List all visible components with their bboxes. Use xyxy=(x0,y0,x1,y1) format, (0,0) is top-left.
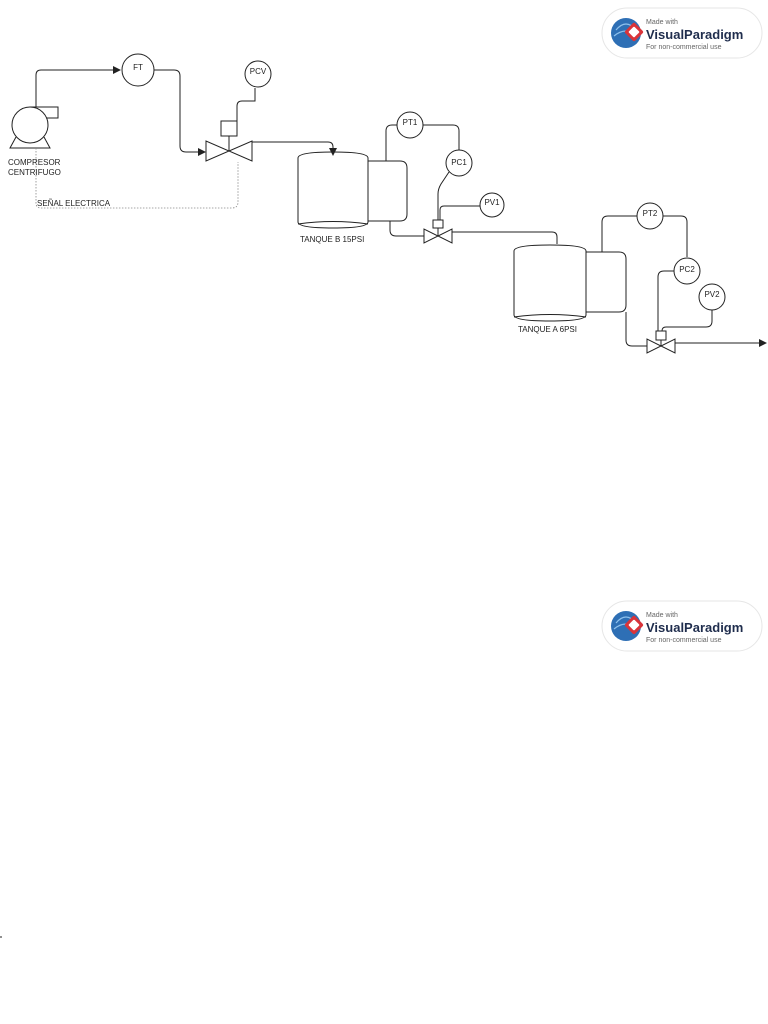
pcv-label: PCV xyxy=(250,67,267,76)
control-valve-2[interactable] xyxy=(646,330,676,354)
pv1-label: PV1 xyxy=(484,198,500,207)
tank-b-label: TANQUE B 15PSI xyxy=(300,235,364,244)
watermark-usage: For non-commercial use xyxy=(646,44,722,51)
electrical-signal-label: SEÑAL ELECTRICA xyxy=(37,199,111,208)
signal-pv1-to-valve xyxy=(439,205,480,220)
visual-paradigm-watermark-top: Made with VisualParadigm For non-commerc… xyxy=(601,7,763,59)
watermark-made-with: Made with xyxy=(646,612,678,619)
compressor-label-line2: CENTRIFUGO xyxy=(8,168,61,177)
watermark-brand: VisualParadigm xyxy=(646,27,743,42)
tank-b[interactable] xyxy=(297,151,408,229)
visual-paradigm-watermark-bottom: Made with VisualParadigm For non-commerc… xyxy=(601,600,763,652)
watermark-made-with: Made with xyxy=(646,19,678,26)
pipe-tank-a-to-pt2 xyxy=(601,215,637,252)
signal-pt1-to-pc1 xyxy=(423,124,460,150)
pv1-instrument[interactable]: PV1 xyxy=(479,192,505,218)
pc1-label: PC1 xyxy=(451,158,467,167)
visual-paradigm-logo-icon xyxy=(611,18,644,48)
pipe-valve1-to-tank-a xyxy=(452,231,558,244)
watermark-usage: For non-commercial use xyxy=(646,637,722,644)
pcv-instrument[interactable]: PCV xyxy=(244,60,272,88)
pt1-label: PT1 xyxy=(403,118,418,127)
signal-pc2-to-valve xyxy=(657,270,674,331)
pipe-pcv-to-tank-b xyxy=(252,141,337,156)
pipe-tank-b-to-pt1 xyxy=(385,124,397,161)
signal-pv2-to-valve xyxy=(661,310,713,332)
pipe-tank-b-outlet xyxy=(389,221,424,237)
pt2-instrument[interactable]: PT2 xyxy=(636,202,664,230)
signal-pt2-to-pc2 xyxy=(663,215,688,257)
pipe-compressor-to-ft xyxy=(35,66,121,107)
electrical-signal-line xyxy=(35,148,239,209)
watermark-brand: VisualParadigm xyxy=(646,620,743,635)
pc1-instrument[interactable]: PC1 xyxy=(445,149,473,177)
pcv-actuator-signal xyxy=(236,88,256,121)
tank-a-label: TANQUE A 6PSI xyxy=(518,325,577,334)
pipe-tank-a-outlet xyxy=(625,312,647,347)
centrifugal-compressor[interactable] xyxy=(9,106,59,149)
control-valve-1[interactable] xyxy=(423,219,453,244)
pv2-label: PV2 xyxy=(704,290,720,299)
pt1-instrument[interactable]: PT1 xyxy=(396,111,424,139)
pt2-label: PT2 xyxy=(643,209,658,218)
pc2-label: PC2 xyxy=(679,265,695,274)
compressor-label-line1: COMPRESOR xyxy=(8,158,61,167)
pc2-instrument[interactable]: PC2 xyxy=(673,257,701,285)
signal-pc1-to-valve xyxy=(437,171,450,220)
visual-paradigm-logo-icon xyxy=(611,611,644,641)
pipe-ft-to-pcv xyxy=(154,69,206,156)
ft-instrument[interactable]: FT xyxy=(121,53,155,87)
ft-label: FT xyxy=(133,63,143,72)
pcv-control-valve[interactable] xyxy=(205,120,253,162)
pv2-instrument[interactable]: PV2 xyxy=(698,283,726,311)
tank-a[interactable] xyxy=(513,244,627,322)
